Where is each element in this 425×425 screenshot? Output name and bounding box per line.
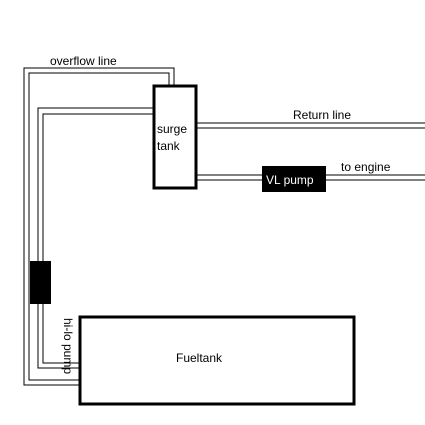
overflow-line xyxy=(23,67,175,386)
return-line-label: Return line xyxy=(293,108,351,122)
engine-line xyxy=(196,174,425,181)
hilo-pump-label: hi-lo pump xyxy=(61,318,75,374)
surge-tank-label-line2: tank xyxy=(157,139,181,153)
surge-tank-label-line1: surge xyxy=(157,122,187,136)
overflow-line-label: overflow line xyxy=(50,54,117,68)
supply-line xyxy=(37,107,154,369)
fuel-tank-label: Fueltank xyxy=(176,351,223,365)
surge-tank xyxy=(152,84,198,190)
return-line xyxy=(196,122,425,129)
to-engine-label: to engine xyxy=(341,160,391,174)
vl-pump xyxy=(262,166,326,192)
hilo-pump xyxy=(30,261,51,304)
fuel-tank xyxy=(78,315,356,406)
vl-pump-label: VL pump xyxy=(266,173,314,187)
